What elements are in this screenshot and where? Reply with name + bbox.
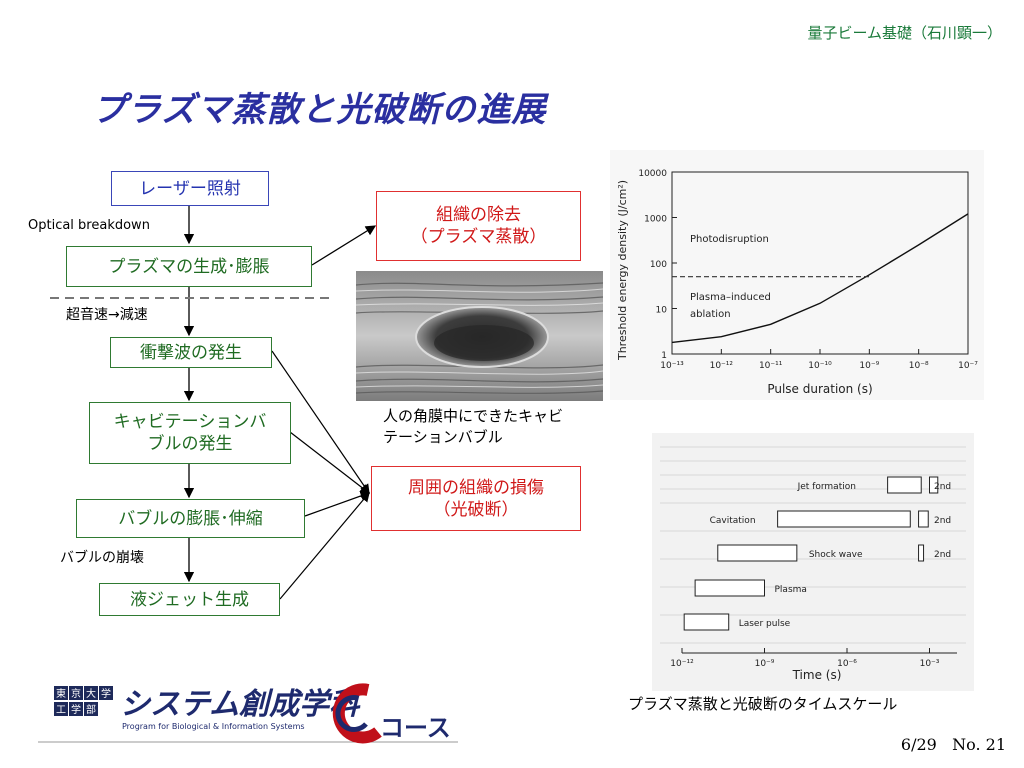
x-tick-label: 10⁻¹⁰ xyxy=(808,361,832,371)
x-tick-label: 10⁻⁸ xyxy=(909,361,929,371)
timescale-bar xyxy=(717,544,798,562)
timescale-2nd-bar xyxy=(929,476,939,494)
x-tick-label: 10⁻⁷ xyxy=(958,361,978,371)
optical-breakdown-label: Optical breakdown xyxy=(28,218,150,233)
plasma-generation-box: プラズマの生成･膨脹 xyxy=(66,246,312,287)
timescale-2nd-bar xyxy=(918,510,929,528)
timescale-row-label: Cavitation xyxy=(710,516,756,526)
time-tick-label: 10⁻³ xyxy=(920,659,940,669)
x-tick-label: 10⁻⁹ xyxy=(859,361,879,371)
timescale-bar xyxy=(683,613,730,631)
timescale-2nd-label: 2nd xyxy=(934,550,951,560)
arrow-bubble-damage xyxy=(304,491,371,517)
threshold-chart-svg: Threshold energy density (J/cm²) Pulse d… xyxy=(616,169,978,396)
page-no-label: No. 21 xyxy=(952,735,1006,754)
plasma-generation-label: プラズマの生成･膨脹 xyxy=(108,256,270,277)
timescale-bar xyxy=(777,510,911,528)
timescale-row-label: Plasma xyxy=(775,585,807,595)
y-tick-label: 1000 xyxy=(644,215,667,225)
time-tick-label: 10⁻⁹ xyxy=(755,659,775,669)
page-number: 6/29 No. 21 xyxy=(901,735,1006,754)
cavitation-label-line2: ブルの発生 xyxy=(147,434,233,454)
svg-text:部: 部 xyxy=(86,703,96,716)
laser-irradiation-box: レーザー照射 xyxy=(111,171,269,206)
timescale-row-label: Laser pulse xyxy=(739,619,791,629)
svg-text:東: 東 xyxy=(56,687,66,700)
timescale-2nd-bar xyxy=(918,544,925,562)
threshold-curve xyxy=(671,213,969,344)
svg-text:システム創成学科: システム創成学科 xyxy=(120,687,362,722)
svg-text:大: 大 xyxy=(86,687,96,700)
page-fraction: 6/29 xyxy=(900,735,937,754)
svg-text:Program for Biological & Infor: Program for Biological & Information Sys… xyxy=(122,722,305,731)
timescale-bar xyxy=(887,476,922,494)
corneal-bubble-image xyxy=(356,271,603,401)
tissue-damage-line2: （光破断） xyxy=(433,499,519,520)
timescale-chart-svg: Time (s) 10⁻¹² 10⁻⁹ 10⁻⁶ 10⁻³ 2nd Jet formati… xyxy=(660,446,966,682)
x-tick-label: 10⁻¹³ xyxy=(660,361,684,371)
timescale-2nd-label: 2nd xyxy=(934,482,951,492)
photo-caption-line2: テーションバブル xyxy=(383,428,503,446)
tissue-removal-box: 組織の除去 （プラズマ蒸散） xyxy=(376,191,581,261)
time-tick-label: 10⁻⁶ xyxy=(837,659,857,669)
svg-text:学: 学 xyxy=(71,703,81,716)
arrow-jet-damage xyxy=(279,492,370,600)
y-tick-label: 1 xyxy=(661,351,667,361)
x-tick-label: 10⁻¹¹ xyxy=(759,361,783,371)
svg-text:京: 京 xyxy=(71,687,81,700)
photo-caption: 人の角膜中にできたキャビ テーションバブル xyxy=(383,406,563,448)
tissue-damage-line1: 周囲の組織の損傷 xyxy=(408,477,544,498)
course-header: 量子ビーム基礎（石川顕一） xyxy=(807,24,1002,42)
x-tick-label: 10⁻¹² xyxy=(710,361,734,371)
threshold-plot-frame xyxy=(671,171,969,355)
y-tick-label: 10 xyxy=(656,306,668,316)
photodisruption-annotation: Photodisruption xyxy=(690,234,769,245)
timescale-2nd-label: 2nd xyxy=(934,516,951,526)
shock-wave-box: 衝撃波の発生 xyxy=(110,337,272,368)
y-tick-label: 10000 xyxy=(638,169,667,179)
liquid-jet-label: 液ジェット生成 xyxy=(130,589,249,610)
threshold-chart-xlabel: Pulse duration (s) xyxy=(767,382,872,396)
bubble-expansion-label: バブルの膨脹･伸縮 xyxy=(118,508,263,529)
timescale-bar xyxy=(694,579,765,597)
threshold-chart: Threshold energy density (J/cm²) Pulse d… xyxy=(610,150,984,400)
bubble-expansion-box: バブルの膨脹･伸縮 xyxy=(76,499,305,538)
timescale-xlabel: Time (s) xyxy=(792,668,842,682)
timescale-row-label: Jet formation xyxy=(797,482,856,492)
svg-text:工: 工 xyxy=(56,705,66,716)
svg-text:コース: コース xyxy=(380,714,451,742)
photo-caption-line1: 人の角膜中にできたキャビ xyxy=(383,407,564,425)
plasma-ablation-annotation-1: Plasma–induced xyxy=(690,292,771,303)
plasma-ablation-annotation-2: ablation xyxy=(690,309,731,320)
arrow-plasma-removal xyxy=(311,225,377,266)
arrow-shock-damage xyxy=(271,350,370,494)
cavitation-box: キャビテーションバ ブルの発生 xyxy=(89,402,291,464)
timescale-caption: プラズマ蒸散と光破断のタイムスケール xyxy=(628,695,898,713)
department-logo: 東 京 大 学 工 学 部 システム創成学科 Program for Biolo… xyxy=(38,676,458,746)
cavitation-label-line1: キャビテーションバ xyxy=(113,412,267,432)
timescale-chart: Time (s) 10⁻¹² 10⁻⁹ 10⁻⁶ 10⁻³ 2nd Jet formati… xyxy=(652,433,974,691)
time-tick-label: 10⁻¹² xyxy=(670,659,694,669)
y-tick-label: 100 xyxy=(650,260,667,270)
tissue-damage-box: 周囲の組織の損傷 （光破断） xyxy=(371,466,581,531)
svg-text:学: 学 xyxy=(101,687,111,700)
liquid-jet-box: 液ジェット生成 xyxy=(99,583,280,616)
tissue-removal-line1: 組織の除去 xyxy=(436,205,521,225)
supersonic-label: 超音速→減速 xyxy=(66,307,148,323)
laser-irradiation-label: レーザー照射 xyxy=(139,178,241,199)
department-logo-svg: 東 京 大 学 工 学 部 システム創成学科 Program for Biolo… xyxy=(38,683,458,744)
bubble-collapse-label: バブルの崩壊 xyxy=(60,550,144,566)
tissue-removal-line2: （プラズマ蒸散） xyxy=(410,227,547,247)
corneal-bubble-photo xyxy=(356,271,603,401)
arrow-cavitation-damage xyxy=(289,431,370,494)
page-title: プラズマ蒸散と光破断の進展 xyxy=(92,90,547,130)
shock-wave-label: 衝撃波の発生 xyxy=(140,342,242,363)
timescale-row-label: Shock wave xyxy=(809,550,863,560)
threshold-chart-ylabel: Threshold energy density (J/cm²) xyxy=(616,180,629,361)
